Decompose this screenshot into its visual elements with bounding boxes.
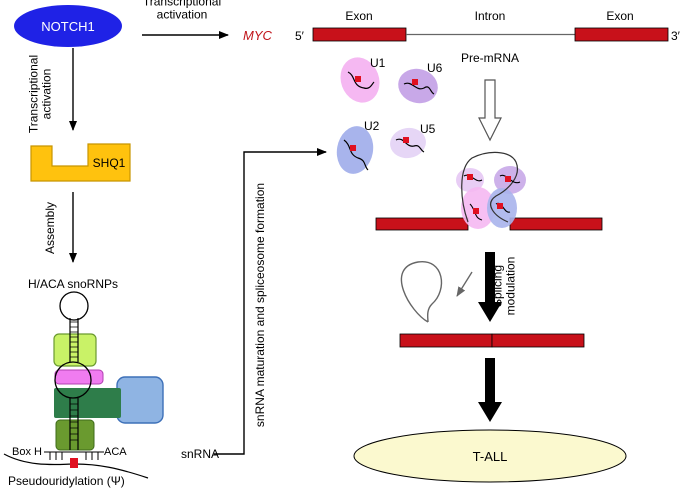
exon-right-label: Exon [606, 9, 633, 23]
intron-lariat [400, 261, 443, 323]
exon-left-bar [312, 27, 407, 42]
snornp-complex [3, 291, 164, 479]
snornps-label: H/ACA snoRNPs [28, 277, 118, 291]
notch1-label: NOTCH1 [41, 19, 94, 34]
pre-mrna-label: Pre-mRNA [461, 51, 519, 65]
splicing-modulation-label: Splicingmodulation [491, 257, 518, 316]
exon-right-bar [574, 27, 669, 42]
shq1-protein [30, 143, 131, 182]
assembly-label: Assembly [43, 202, 57, 254]
u1-snrnp [340, 57, 380, 103]
snrna-maturation-label: snRNA maturation and spliceosome formati… [253, 183, 267, 427]
u6-label: U6 [427, 61, 443, 75]
transcriptional-activation-vertical-label: Transcriptionalactivation [27, 55, 54, 133]
mature-mrna-right [491, 333, 585, 348]
exon-left-label: Exon [345, 9, 372, 23]
aca-label: ACA [104, 446, 127, 458]
box-h-label: Box H [12, 446, 42, 458]
snrna-maturation-arrow [214, 148, 327, 455]
snrna-label: snRNA [181, 447, 219, 461]
shq1-label: SHQ1 [93, 156, 126, 170]
lariat-release-arrow [456, 271, 473, 297]
hollow-down-arrow-icon [478, 79, 502, 142]
u2-snrnp [336, 126, 374, 174]
u1-label: U1 [370, 56, 386, 70]
intron-label: Intron [475, 9, 506, 23]
pseudouridylation-label: Pseudouridylation (Ψ) [8, 474, 125, 488]
spliceosome-exon-right [509, 217, 603, 231]
u2-label: U2 [364, 119, 380, 133]
t-all-label: T-ALL [473, 449, 508, 464]
u5-snrnp [390, 127, 426, 159]
mature-mrna-left [399, 333, 493, 348]
three-prime-label: 3′ [671, 29, 681, 43]
t-all-node [353, 429, 627, 483]
u6-snrnp [398, 68, 438, 104]
u5-label: U5 [420, 122, 436, 136]
myc-label: MYC [243, 28, 273, 43]
thick-down-arrow-icon [478, 358, 502, 422]
spliceosome-complex [456, 151, 526, 229]
notch1-node [14, 5, 122, 47]
thick-down-arrow-icon [478, 252, 502, 322]
five-prime-label: 5′ [295, 29, 305, 43]
spliceosome-exon-left [375, 217, 469, 231]
